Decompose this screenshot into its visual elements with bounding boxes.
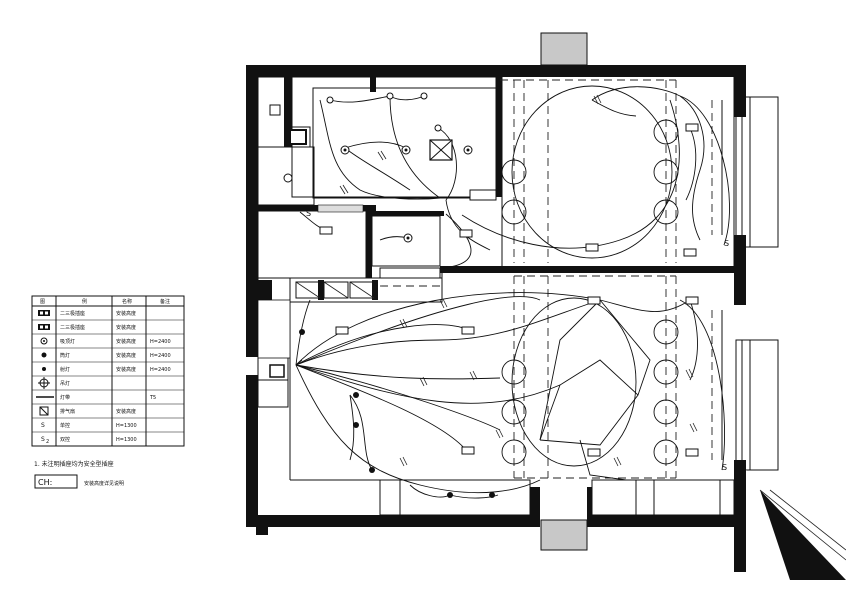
legend-cell: 安装高度	[116, 324, 136, 331]
legend-cell: 安装高度	[116, 338, 136, 345]
svg-text:S: S	[41, 422, 45, 429]
exhaust-fan-icon	[39, 406, 49, 416]
legend-cell: 安装高度	[116, 366, 136, 373]
socket-double-icon	[38, 310, 50, 316]
legend-cell: H=2400	[150, 353, 171, 359]
legend-header-cell: 图	[40, 299, 45, 305]
svg-text:2: 2	[46, 439, 49, 445]
svg-text:S: S	[722, 463, 727, 472]
legend-cell: H=2400	[150, 367, 171, 373]
legend-cell: 单控	[60, 422, 70, 429]
svg-text:S: S	[724, 239, 729, 248]
interior-lines	[257, 76, 735, 516]
socket-icons	[319, 123, 699, 457]
wiring	[295, 85, 730, 499]
pendant-light-icon	[38, 377, 50, 389]
switch-single-icon: S	[41, 422, 45, 429]
legend-header-cell: 备注	[160, 298, 170, 305]
legend-header-cell: 名称	[122, 298, 132, 305]
legend-cell: 二三极插座	[60, 324, 85, 331]
legend-cell: 安装高度	[116, 408, 136, 415]
legend-cell: H=2400	[150, 339, 171, 345]
light-strips	[500, 79, 677, 479]
legend-cell: 灯带	[60, 394, 70, 401]
note-box-label: CH:	[38, 478, 52, 487]
legend-cell: T5	[149, 395, 156, 401]
legend-cell: 吸顶灯	[60, 338, 75, 345]
switch-icon: S S S	[306, 209, 729, 472]
devices: S S S	[299, 92, 729, 498]
legend-cell: 双控	[60, 436, 70, 443]
corner-shadow	[746, 470, 846, 580]
legend-cell: H=1300	[116, 437, 137, 443]
walls	[246, 32, 746, 572]
legend-cell: 射灯	[60, 366, 70, 373]
socket-pair-icon	[38, 324, 50, 330]
note-2: 安装高度详见说明	[84, 480, 124, 487]
svg-text:S: S	[306, 209, 311, 218]
svg-text:S: S	[41, 436, 45, 443]
ceiling-light-icon	[40, 337, 48, 345]
spotlight-icon	[42, 367, 46, 371]
legend-cell: 安装高度	[116, 352, 136, 359]
legend-header-cell: 例	[82, 298, 87, 305]
windows	[711, 96, 779, 471]
legend-cell: 二三极插座	[60, 310, 85, 317]
legend-cell: H=1300	[116, 423, 137, 429]
note-1: 1. 未注明插座均为安全型插座	[34, 460, 114, 468]
notes: 1. 未注明插座均为安全型插座 CH: 安装高度详见说明	[34, 460, 124, 489]
legend-cell: 吊灯	[60, 380, 70, 387]
ceiling-light-icon	[326, 92, 473, 243]
downlight-icon	[299, 329, 495, 498]
downlight-icon	[41, 352, 47, 358]
legend-cell: 安装高度	[116, 310, 136, 317]
exhaust-fan-icon	[429, 139, 453, 161]
legend-cell: 排气扇	[60, 408, 75, 415]
legend-cell: 筒灯	[60, 352, 70, 359]
